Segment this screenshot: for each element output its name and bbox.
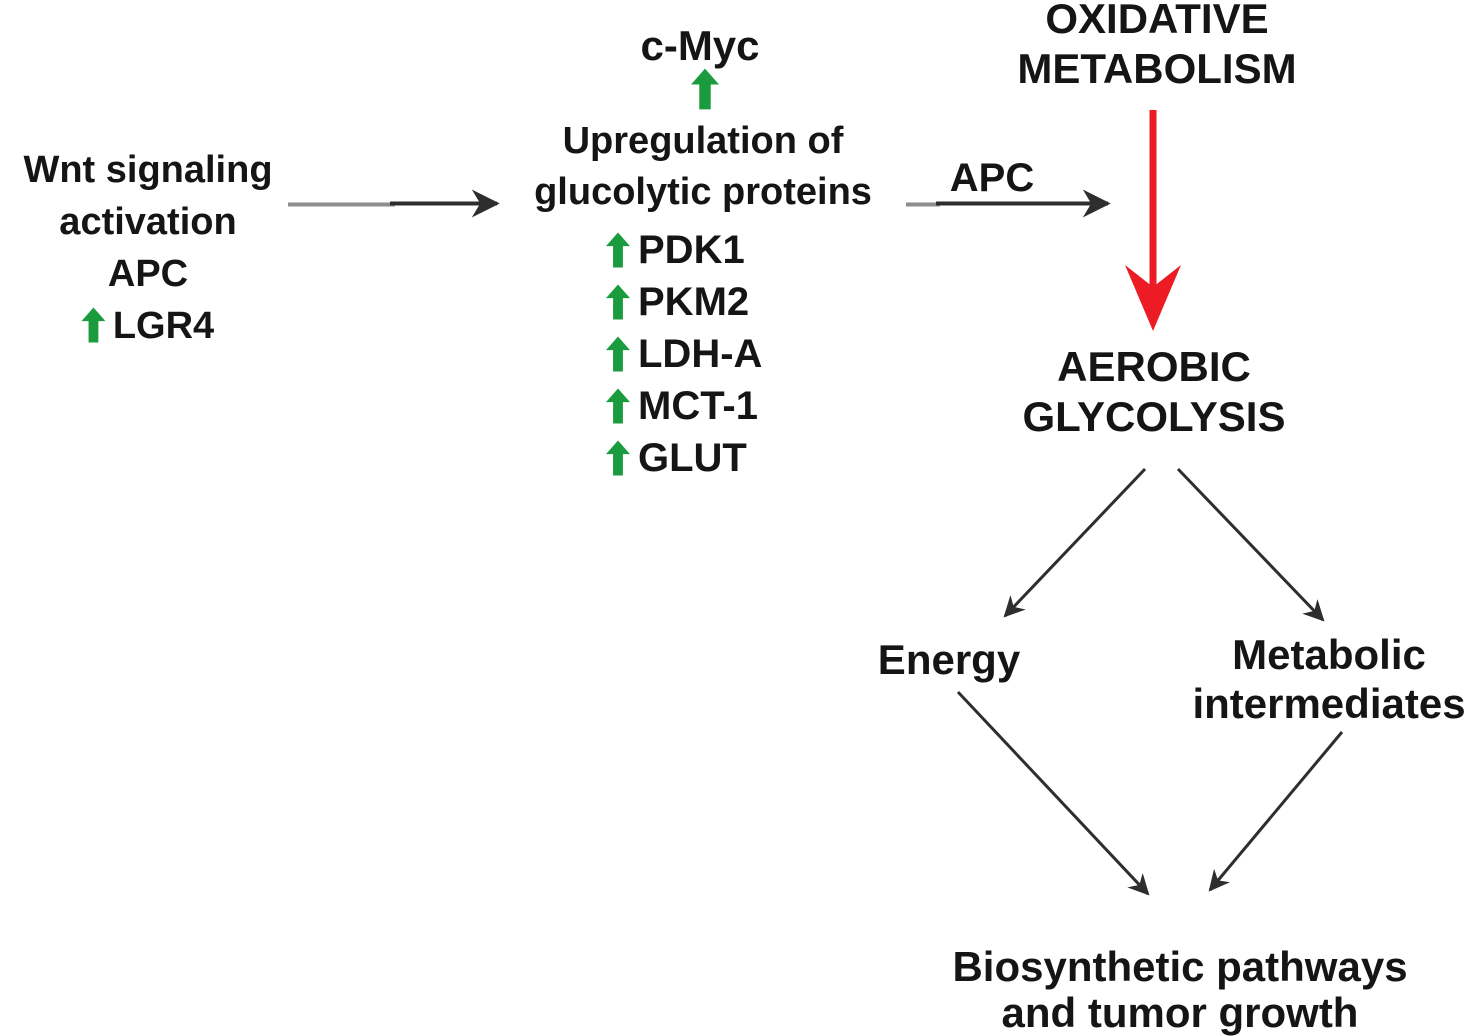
protein-item-ldha: LDH-A bbox=[606, 328, 762, 380]
protein-label: PKM2 bbox=[638, 279, 750, 324]
upregulation-line2: glucolytic proteins bbox=[534, 171, 872, 213]
wnt-line3-apc: APC bbox=[107, 253, 189, 295]
lgr4-label: LGR4 bbox=[112, 305, 215, 347]
metabolic-line1: Metabolic bbox=[1232, 631, 1426, 678]
up-arrow-icon bbox=[606, 440, 630, 476]
cmyc-node: c-Myc bbox=[640, 22, 760, 69]
up-arrow-icon bbox=[606, 232, 630, 268]
protein-label: PDK1 bbox=[638, 227, 745, 272]
arrow-oxidative-to-aerobic-head bbox=[1125, 265, 1181, 331]
apc-arrow-label: APC bbox=[949, 156, 1035, 200]
wnt-line4-lgr4: LGR4 bbox=[23, 300, 272, 352]
protein-item-mct1: MCT-1 bbox=[606, 380, 762, 432]
glycolytic-protein-list: PDK1 PKM2 LDH-A MCT-1 GLUT bbox=[606, 224, 762, 484]
protein-label: LDH-A bbox=[638, 331, 763, 376]
arrow-metabolic-to-biosynthetic bbox=[1208, 731, 1344, 892]
wnt-line1: Wnt signaling bbox=[23, 149, 273, 191]
up-arrow-icon bbox=[606, 284, 630, 320]
protein-item-pdk1: PDK1 bbox=[606, 224, 762, 276]
metabolic-line2: intermediates bbox=[1192, 680, 1466, 727]
wnt-line2: activation bbox=[59, 201, 237, 243]
aerobic-line2: GLYCOLYSIS bbox=[1022, 393, 1286, 440]
upregulation-node: Upregulation of glucolytic proteins bbox=[534, 116, 872, 218]
protein-item-pkm2: PKM2 bbox=[606, 276, 762, 328]
protein-item-glut: GLUT bbox=[606, 432, 762, 484]
protein-label: MCT-1 bbox=[638, 383, 758, 428]
up-arrow-icon bbox=[691, 68, 719, 110]
metabolic-intermediates-node: Metabolic intermediates bbox=[1192, 630, 1465, 728]
oxidative-line1: OXIDATIVE bbox=[1045, 0, 1269, 42]
upregulation-line1: Upregulation of bbox=[562, 120, 844, 162]
biosynthetic-pathways-node: Biosynthetic pathways and tumor growth bbox=[952, 944, 1407, 1036]
aerobic-glycolysis-node: AEROBIC GLYCOLYSIS bbox=[1023, 342, 1286, 442]
aerobic-line1: AEROBIC bbox=[1057, 343, 1251, 390]
arrow-aerobic-to-energy bbox=[1003, 467, 1147, 618]
up-arrow-icon bbox=[81, 307, 106, 343]
biosynthetic-line1: Biosynthetic pathways bbox=[952, 943, 1408, 990]
up-arrow-icon bbox=[606, 388, 630, 424]
energy-node: Energy bbox=[877, 636, 1021, 683]
arrow-energy-to-biosynthetic bbox=[956, 690, 1150, 896]
biosynthetic-line2: and tumor growth bbox=[1001, 989, 1359, 1036]
up-arrow-icon bbox=[606, 336, 630, 372]
wnt-signaling-node: Wnt signaling activation APC LGR4 bbox=[23, 144, 272, 352]
protein-label: GLUT bbox=[638, 435, 747, 480]
oxidative-line2: METABOLISM bbox=[1017, 45, 1297, 92]
oxidative-metabolism-node: OXIDATIVE METABOLISM bbox=[1017, 0, 1296, 94]
arrow-aerobic-to-metabolic bbox=[1176, 467, 1325, 622]
